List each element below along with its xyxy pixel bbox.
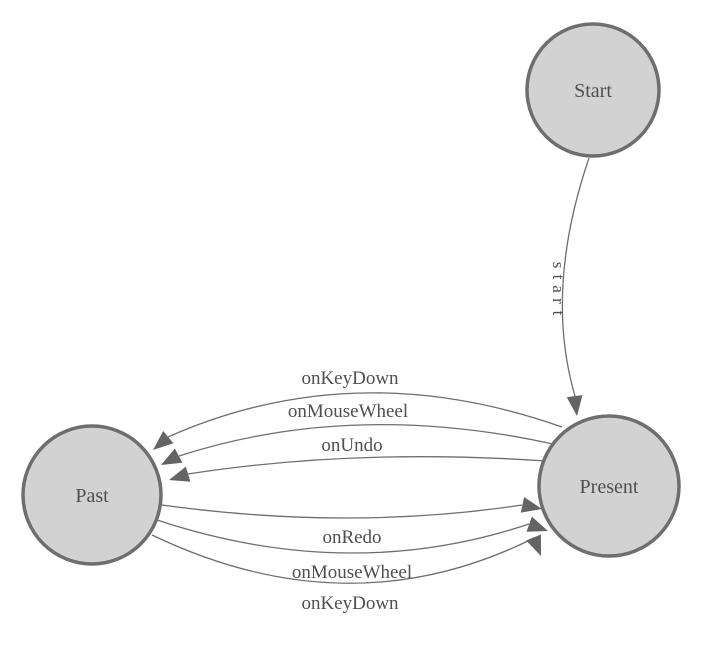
arrowhead-start-to-present bbox=[566, 395, 583, 416]
edge-label-start-char: r bbox=[549, 298, 568, 304]
edge-label-onundo: onUndo bbox=[321, 435, 382, 456]
edge-past-to-present-onmousewheel bbox=[156, 519, 530, 554]
state-node-past: Past bbox=[21, 424, 163, 566]
state-node-present: Present bbox=[537, 414, 681, 558]
edge-past-to-present-onredo bbox=[161, 504, 523, 519]
arrowhead-past-to-present-onkeydown bbox=[526, 534, 541, 556]
edge-past-to-present-onkeydown bbox=[151, 534, 535, 584]
present-node-circle bbox=[537, 414, 681, 558]
edge-label-onkeydown-to-present: onKeyDown bbox=[301, 593, 399, 614]
edge-present-to-past-onkeydown bbox=[167, 392, 563, 438]
edge-present-to-past-onundo bbox=[187, 456, 547, 475]
arrowhead-present-to-past-onmousewheel bbox=[161, 448, 183, 465]
present-node-label: Present bbox=[580, 476, 639, 498]
edge-label-onmousewheel-to-past: onMouseWheel bbox=[288, 401, 408, 422]
edge-label-start-char: s bbox=[549, 262, 568, 269]
edge-lines bbox=[151, 157, 590, 584]
arrowhead-present-to-past-onundo bbox=[169, 466, 191, 482]
state-nodes: Start Past Present bbox=[21, 22, 681, 566]
arrowhead-present-to-past-onkeydown bbox=[153, 431, 174, 450]
edge-label-onkeydown-to-past: onKeyDown bbox=[301, 368, 399, 389]
arrowhead-past-to-present-onmousewheel bbox=[526, 516, 548, 532]
edge-start-to-present bbox=[561, 157, 590, 397]
edge-label-onredo: onRedo bbox=[322, 527, 381, 548]
state-node-start: Start bbox=[525, 22, 661, 158]
start-node-label: Start bbox=[574, 80, 612, 102]
past-node-label: Past bbox=[75, 485, 109, 507]
edge-label-start-char: t bbox=[549, 311, 568, 316]
edge-label-start-char: a bbox=[549, 285, 568, 293]
edge-arrowheads bbox=[153, 395, 583, 556]
start-node-circle bbox=[525, 22, 661, 158]
arrowhead-past-to-present-onredo bbox=[520, 497, 542, 513]
past-node-circle bbox=[21, 424, 163, 566]
edge-label-onmousewheel-to-present: onMouseWheel bbox=[292, 562, 412, 583]
edge-present-to-past-onmousewheel bbox=[178, 424, 554, 457]
edge-label-start-char: t bbox=[549, 275, 568, 280]
